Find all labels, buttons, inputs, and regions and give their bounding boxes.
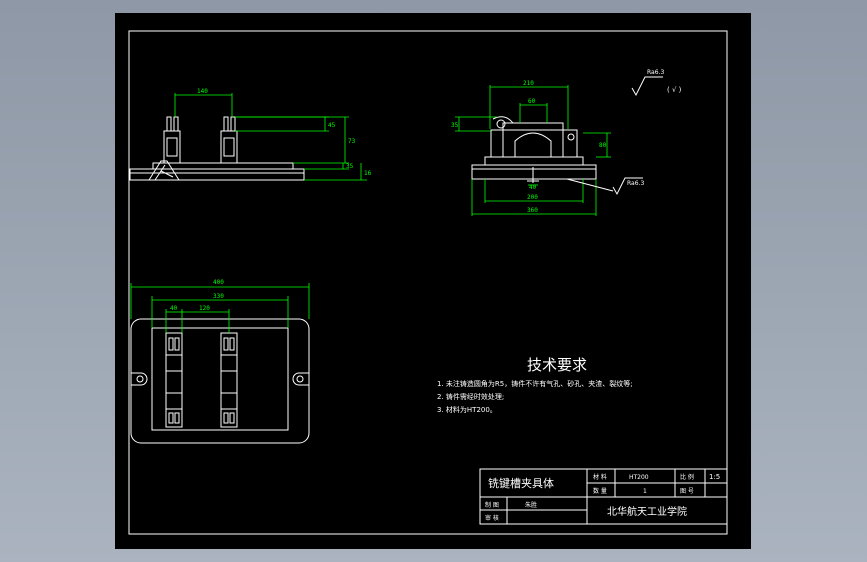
side-view <box>455 76 663 216</box>
designer-value: 朱胜 <box>525 501 537 509</box>
roughness-ra-bottom: Ra6.3 <box>627 180 644 187</box>
part-name: 铣键槽夹具体 <box>488 476 554 490</box>
dim-210-side: 210 <box>523 80 534 87</box>
roughness-ra-main: Ra6.3 <box>647 69 664 76</box>
roughness-note: ( √ ) <box>667 86 682 94</box>
tech-requirement-2: 2. 铸件需经时效处理; <box>437 392 504 401</box>
scale-label: 比 例 <box>680 473 694 481</box>
material-label: 材 料 <box>593 473 607 481</box>
designer-label: 制 图 <box>485 501 499 509</box>
dim-35-front: 35 <box>346 163 354 170</box>
dim-120-top: 120 <box>199 305 210 312</box>
reviewer-label: 审 核 <box>485 514 499 522</box>
dim-140-front: 140 <box>197 88 208 95</box>
school-name: 北华航天工业学院 <box>607 505 687 518</box>
tech-requirements-title: 技术要求 <box>527 356 587 374</box>
quantity-label: 数 量 <box>593 487 607 495</box>
title-block <box>479 468 728 525</box>
dim-330-top: 330 <box>213 293 224 300</box>
tech-requirement-3: 3. 材料为HT200。 <box>437 405 497 414</box>
front-view <box>129 93 367 181</box>
dim-360-side: 360 <box>527 207 538 214</box>
dim-60-side: 60 <box>528 98 536 105</box>
drawing-no-label: 图 号 <box>680 488 694 495</box>
material-value: HT200 <box>629 474 649 481</box>
dim-40-top: 40 <box>170 305 178 312</box>
drawing-svg: 140 45 73 35 16 <box>128 30 728 535</box>
dim-40-side: 40 <box>529 184 537 191</box>
top-view <box>130 283 310 444</box>
dim-200-side: 200 <box>527 194 538 201</box>
drawing-border <box>128 30 728 535</box>
drawing-canvas[interactable]: 140 45 73 35 16 <box>115 13 751 549</box>
quantity-value: 1 <box>643 488 647 495</box>
dim-80-side: 80 <box>599 142 607 149</box>
scale-value: 1:5 <box>709 473 720 481</box>
dim-73-front: 73 <box>348 138 356 145</box>
tech-requirement-1: 1. 未注铸造圆角为R5，铸件不许有气孔、砂孔、夹渣、裂纹等; <box>437 379 633 388</box>
dim-16-front: 16 <box>364 170 372 177</box>
dim-400-top: 400 <box>213 279 224 286</box>
dim-45-front: 45 <box>328 122 336 129</box>
dim-35-side: 35 <box>451 122 459 129</box>
